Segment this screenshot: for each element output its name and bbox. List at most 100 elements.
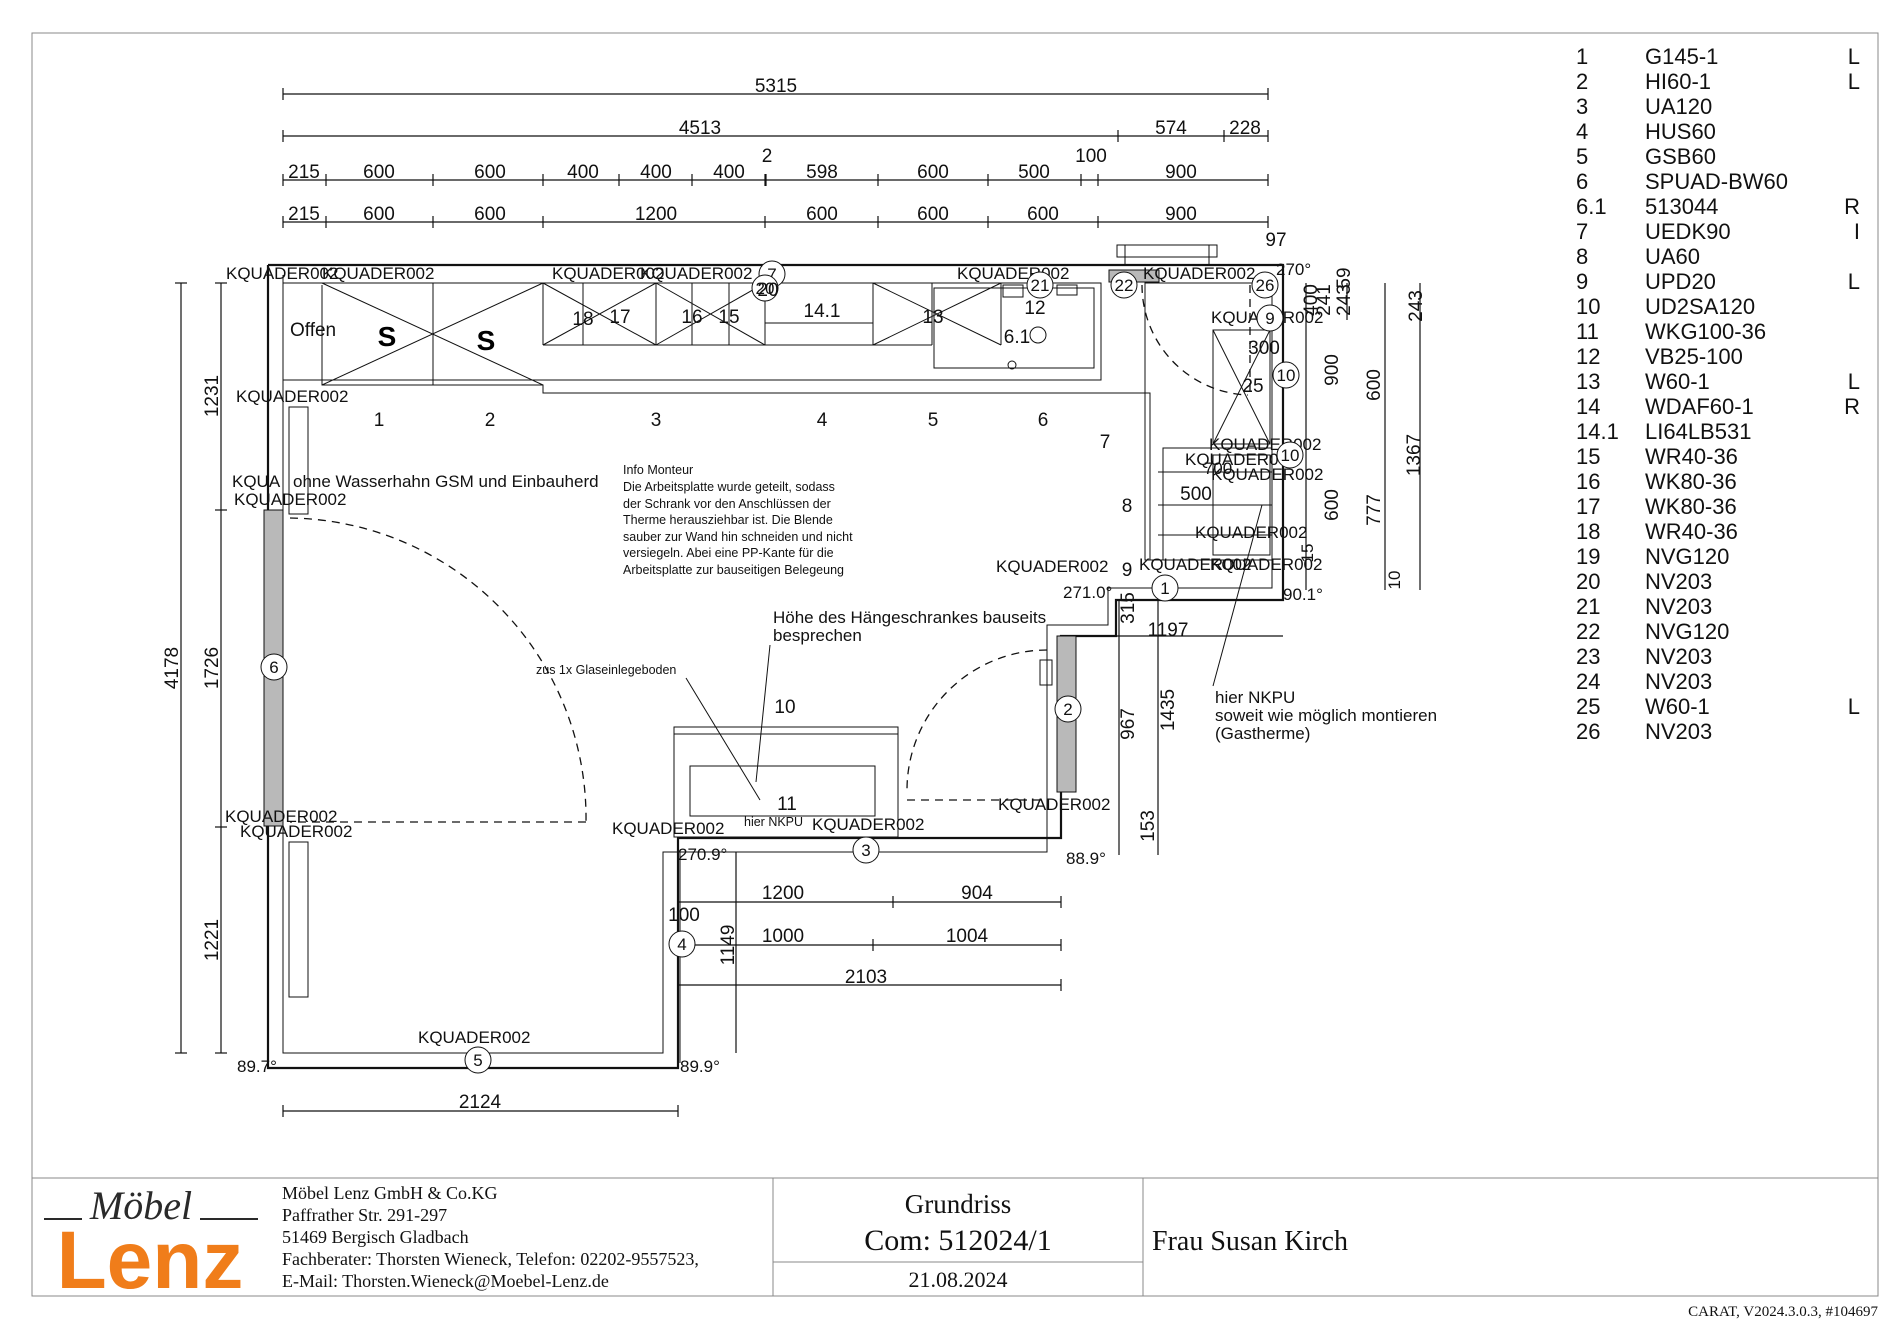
legend-no: 6 xyxy=(1576,169,1588,194)
legend-no: 7 xyxy=(1576,219,1588,244)
legend-no: 3 xyxy=(1576,94,1588,119)
company-street: Paffrather Str. 291-297 xyxy=(282,1205,447,1225)
cab-26: 26 xyxy=(1256,276,1275,295)
sink-s-1: S xyxy=(378,321,397,352)
dim-row1-1: 600 xyxy=(363,162,395,183)
dim-700: 700 xyxy=(1204,459,1232,478)
info-line: Therme herausziehbar ist. Die Blende xyxy=(623,513,833,527)
legend-no: 14.1 xyxy=(1576,419,1619,444)
doc-date: 21.08.2024 xyxy=(909,1267,1008,1292)
legend-no: 25 xyxy=(1576,694,1600,719)
kqua-label: KQUA xyxy=(232,472,281,491)
dim-59: 59 xyxy=(1334,267,1355,288)
customer-name: Frau Susan Kirch xyxy=(1152,1226,1348,1257)
info-monteur: Info Monteur Die Arbeitsplatte wurde get… xyxy=(623,463,853,577)
cab-7: 7 xyxy=(767,265,776,284)
cab-1: 1 xyxy=(1160,579,1169,598)
legend-code: VB25-100 xyxy=(1645,344,1743,369)
company-advisor: Fachberater: Thorsten Wieneck, Telefon: … xyxy=(282,1249,699,1269)
info-line: versiegeln. Abei eine PP-Kante für die xyxy=(623,546,834,560)
legend-no: 4 xyxy=(1576,119,1588,144)
legend-no: 24 xyxy=(1576,669,1600,694)
legend-code: UA120 xyxy=(1645,94,1712,119)
kquader-label: KQUADER002 xyxy=(234,490,346,509)
dim-97: 97 xyxy=(1265,230,1286,251)
dim-10: 10 xyxy=(1385,571,1404,590)
dim-243b: 243 xyxy=(1406,290,1427,322)
num-16: 16 xyxy=(681,307,702,328)
top-cabinets xyxy=(321,244,1218,386)
kquader-label: KQUADER002 xyxy=(1210,555,1322,574)
dim-2124: 2124 xyxy=(459,1092,502,1113)
legend-code: W60-1 xyxy=(1645,694,1710,719)
company-info: Möbel Lenz GmbH & Co.KG Paffrather Str. … xyxy=(282,1183,699,1291)
legend-no: 6.1 xyxy=(1576,194,1607,219)
legend-side: I xyxy=(1854,219,1860,244)
gsm-note: ohne Wasserhahn GSM und Einbauherd xyxy=(293,472,599,491)
info-line: Arbeitsplatte zur bauseitigen Belegeung xyxy=(623,563,844,577)
dim-row2-6: 600 xyxy=(1027,204,1059,225)
cab-6: 6 xyxy=(269,658,278,677)
dim-15: 15 xyxy=(1298,544,1317,563)
legend-no: 9 xyxy=(1576,269,1588,294)
dim-1149: 1149 xyxy=(718,925,739,966)
angle-2: 89.9° xyxy=(680,1057,720,1076)
logo: Möbel Lenz xyxy=(44,1183,258,1306)
kquader-label: KQUADER002 xyxy=(1143,264,1255,283)
dim-row2-2: 600 xyxy=(474,204,506,225)
legend-code: NV203 xyxy=(1645,644,1712,669)
company-city: 51469 Bergisch Gladbach xyxy=(282,1227,469,1247)
num-3: 3 xyxy=(651,410,662,431)
legend-code: WK80-36 xyxy=(1645,494,1737,519)
legend-code: WR40-36 xyxy=(1645,444,1738,469)
cab-2: 2 xyxy=(1063,700,1072,719)
cab-3: 3 xyxy=(861,841,870,860)
cab-5: 5 xyxy=(473,1051,482,1070)
dim-900: 900 xyxy=(1322,354,1343,386)
legend-code: NVG120 xyxy=(1645,544,1729,569)
num-17: 17 xyxy=(609,307,630,328)
kquader-label: KQUADER002 xyxy=(236,387,348,406)
version-info: CARAT, V2024.3.0.3, #104697 xyxy=(1688,1304,1878,1320)
legend-no: 18 xyxy=(1576,519,1600,544)
legend-no: 17 xyxy=(1576,494,1600,519)
legend-code: LI64LB531 xyxy=(1645,419,1751,444)
legend-code: WDAF60-1 xyxy=(1645,394,1754,419)
legend-code: SPUAD-BW60 xyxy=(1645,169,1788,194)
dim-1726: 1726 xyxy=(202,647,223,689)
num-20: 20 xyxy=(757,280,778,301)
sink-s-2: S xyxy=(477,325,496,356)
commission: Com: 512024/1 xyxy=(864,1224,1052,1257)
legend-code: UEDK90 xyxy=(1645,219,1731,244)
dim-777: 777 xyxy=(1364,494,1385,526)
legend-no: 22 xyxy=(1576,619,1600,644)
walls xyxy=(263,263,1285,1070)
angle-6: 90.1° xyxy=(1283,585,1323,604)
legend-no: 23 xyxy=(1576,644,1600,669)
dim-2: 2 xyxy=(762,146,773,167)
dim-row1-4: 400 xyxy=(640,162,672,183)
cab-10b: 10 xyxy=(1281,446,1300,465)
dim-total: 5315 xyxy=(755,76,797,97)
dim-300: 300 xyxy=(1248,338,1280,359)
num-2: 2 xyxy=(485,410,496,431)
kquader-label: KQUADER002 xyxy=(612,819,724,838)
glas-note: zus 1x Glaseinlegeboden xyxy=(536,663,676,677)
legend-no: 13 xyxy=(1576,369,1600,394)
dim-row1-5: 400 xyxy=(713,162,745,183)
dim-row1-8: 500 xyxy=(1018,162,1050,183)
dim-228: 228 xyxy=(1229,118,1261,139)
legend-code: WR40-36 xyxy=(1645,519,1738,544)
bottom-dimensions: 1200 904 1000 1004 2103 2124 100 1149 xyxy=(282,852,1062,1117)
dim-4178: 4178 xyxy=(162,647,183,689)
dim-2103: 2103 xyxy=(845,967,887,988)
kquader-label: KQUADER002 xyxy=(226,264,338,283)
dim-4513: 4513 xyxy=(679,118,721,139)
angle-3: 270.9° xyxy=(678,845,727,864)
dim-row2-4: 600 xyxy=(806,204,838,225)
nkpu-note-1: hier NKPU xyxy=(1215,688,1295,707)
dim-100b: 100 xyxy=(668,905,700,926)
dim-241: 241 xyxy=(1314,284,1335,316)
kquader-label: KQUADER002 xyxy=(552,264,664,283)
